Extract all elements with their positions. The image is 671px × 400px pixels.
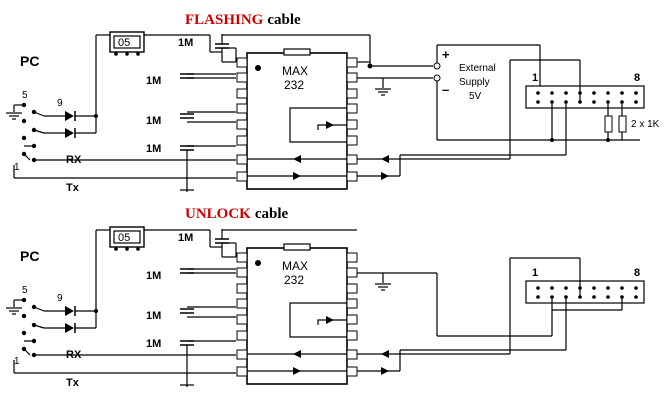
svg-text:Supply: Supply: [459, 77, 490, 88]
db9-pin9-label: 9: [57, 98, 63, 109]
resistor-icon: [604, 115, 613, 133]
svg-text:1: 1: [532, 267, 538, 279]
max232-chip: MAX 232: [236, 48, 358, 190]
diode-icon: [64, 127, 76, 139]
cap-label: 1M: [178, 37, 193, 49]
svg-text:05: 05: [118, 37, 130, 49]
regulator-7805: 05: [109, 226, 145, 251]
ground-icon: [5, 307, 23, 315]
diode-icon: [64, 110, 76, 122]
svg-text:1: 1: [532, 72, 538, 84]
svg-text:232: 232: [284, 273, 304, 287]
svg-text:05: 05: [118, 232, 130, 244]
svg-text:MAX: MAX: [282, 64, 308, 78]
capacitor-icon: [179, 145, 195, 151]
pin-header: 1 8: [525, 267, 645, 304]
svg-text:8: 8: [634, 72, 640, 84]
cap-label: 1M: [146, 143, 161, 155]
cap-label: 1M: [146, 338, 161, 350]
db9-connector: [21, 102, 37, 163]
tx-label: Tx: [66, 377, 80, 389]
db9-connector: [21, 297, 37, 358]
resistor-icon: [618, 115, 627, 133]
cap-label: 1M: [178, 232, 193, 244]
ground-icon: [374, 88, 392, 96]
svg-text:5V: 5V: [469, 91, 482, 102]
pc-label: PC: [20, 53, 39, 69]
svg-text:External: External: [459, 63, 496, 74]
tx-label: Tx: [66, 182, 80, 194]
ground-icon: [374, 283, 392, 291]
svg-text:232: 232: [284, 78, 304, 92]
max232-chip: MAX 232: [236, 243, 358, 385]
db9-pin5-label: 5: [22, 90, 28, 101]
db9-pin1-label: 1: [14, 162, 20, 173]
db9-pin5-label: 5: [22, 285, 28, 296]
cap-label: 1M: [146, 270, 161, 282]
cap-label: 1M: [146, 310, 161, 322]
capacitor-icon: [179, 113, 195, 119]
cap-label: 1M: [146, 75, 161, 87]
diode-icon: [64, 322, 76, 334]
pc-label: PC: [20, 248, 39, 264]
capacitor-icon: [179, 308, 195, 314]
pin-header: 1 8: [525, 72, 645, 109]
svg-text:MAX: MAX: [282, 259, 308, 273]
db9-pin9-label: 9: [57, 293, 63, 304]
ground-icon: [5, 112, 23, 120]
regulator-7805: 05: [109, 31, 145, 56]
resistor-label: 2 x 1K: [631, 119, 660, 130]
external-supply: + – External Supply 5V: [433, 47, 496, 102]
db9-pin1-label: 1: [14, 356, 20, 367]
svg-text:8: 8: [634, 267, 640, 279]
svg-text:+: +: [442, 47, 450, 62]
diode-icon: [64, 305, 76, 317]
svg-text:–: –: [442, 82, 449, 97]
cap-label: 1M: [146, 115, 161, 127]
